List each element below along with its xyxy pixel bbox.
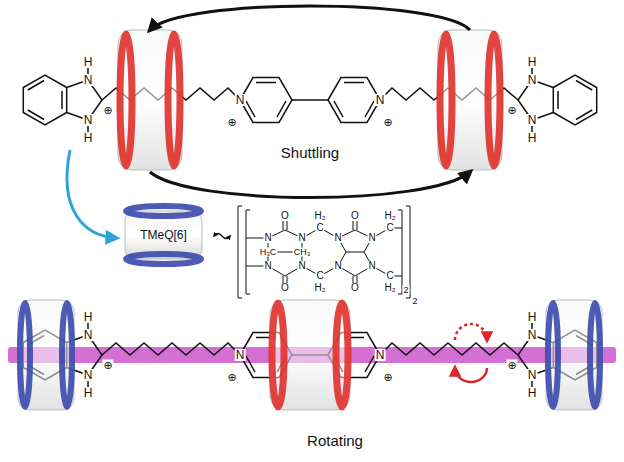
ring-name: TMeQ[6] [140, 228, 187, 242]
atom-label: C [385, 271, 394, 281]
atom-label: N [375, 94, 386, 106]
atom-label: H₂ [313, 283, 326, 293]
atom-label: H [83, 56, 94, 68]
structural-formula [238, 206, 410, 298]
process-label: Rotating [307, 433, 363, 448]
atom-label: N [367, 233, 376, 243]
atom-label: O [280, 283, 290, 293]
atom-label: N [235, 349, 246, 361]
atom-label: N [527, 114, 538, 126]
charge-symbol: ⊕ [102, 360, 113, 371]
charge-symbol: ⊕ [102, 105, 113, 116]
atom-label: H [83, 132, 94, 144]
charge-symbol: ⊕ [226, 372, 237, 383]
subscript: 2 [402, 286, 409, 295]
atom-label: O [350, 211, 360, 221]
atom-label: N [83, 329, 94, 341]
rotation-arrow [455, 368, 487, 382]
charge-symbol: ⊕ [506, 360, 517, 371]
atom-label: H₂ [383, 211, 396, 221]
atom-label: N [333, 233, 342, 243]
atom-label: C [315, 223, 324, 233]
ring-portal [126, 254, 201, 264]
atom-label: H₂ [313, 211, 326, 221]
shuttle-arrow [150, 6, 470, 30]
charge-symbol: ⊕ [506, 105, 517, 116]
atom-label: N [83, 74, 94, 86]
atom-label: N [527, 74, 538, 86]
atom-label: N [527, 329, 538, 341]
atom-label: C [385, 223, 394, 233]
red-macrocycle [270, 300, 350, 410]
atom-label: N [83, 114, 94, 126]
atom-label: H [83, 311, 94, 323]
atom-label: N [527, 369, 538, 381]
atom-label: H [527, 56, 538, 68]
atom-label: N [297, 233, 306, 243]
charge-symbol: ⊕ [382, 372, 393, 383]
charge-symbol: ⊕ [382, 117, 393, 128]
atom-label: N [297, 261, 306, 271]
atom-label: H₂ [383, 283, 396, 293]
atom-label: N [375, 349, 386, 361]
red-macrocycle [438, 30, 502, 170]
atom-label: C [315, 271, 324, 281]
atom-label: O [350, 283, 360, 293]
rotation-arrow [455, 324, 487, 340]
ring-portal [126, 206, 201, 216]
atom-label: H [83, 387, 94, 399]
subscript: 2 [411, 297, 418, 306]
process-arrow [67, 150, 116, 238]
charge-symbol: ⊕ [226, 117, 237, 128]
atom-label: H₃C [259, 248, 278, 257]
atom-label: O [280, 211, 290, 221]
axle-molecule [23, 62, 596, 138]
blue-macrocycle [546, 300, 602, 410]
shuttle-arrow [150, 172, 470, 198]
atom-label: N [263, 261, 272, 271]
macrocycle-ring: TMeQ[6] [122, 202, 205, 268]
atom-label: H [527, 311, 538, 323]
atom-label: N [235, 94, 246, 106]
atom-label: N [367, 261, 376, 271]
atom-label: N [263, 233, 272, 243]
atom-label: CH₃ [293, 248, 312, 257]
equivalence-arrow [214, 234, 230, 239]
red-macrocycle [118, 30, 182, 170]
atom-label: N [83, 369, 94, 381]
atom-label: H [527, 132, 538, 144]
atom-label: N [333, 261, 342, 271]
atom-label: H [527, 387, 538, 399]
blue-macrocycle [18, 300, 74, 410]
process-label: Shuttling [281, 145, 339, 160]
